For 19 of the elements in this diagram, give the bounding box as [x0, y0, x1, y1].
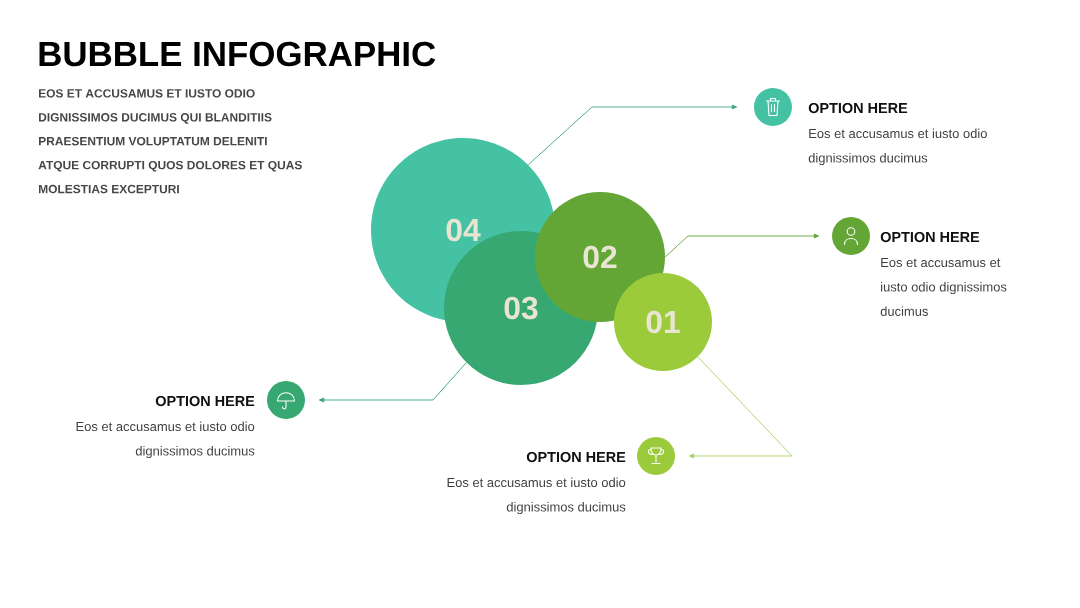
option-heading: OPTION HERE — [155, 395, 255, 407]
description-text: Eos et accusamus et iusto odio dignissimos ducimus — [447, 477, 626, 515]
connector-arrow — [688, 356, 793, 459]
title: BUBBLE INFOGRAPHIC — [39, 41, 436, 67]
option-heading: OPTION HERE — [880, 231, 980, 243]
description-text: Eos et accusamus et iusto odio dignissimos ducimus — [880, 258, 1007, 316]
option-heading: OPTION HERE — [808, 102, 908, 114]
trophy-icon — [637, 437, 675, 475]
trash-icon — [754, 88, 792, 126]
description-text: Eos et accusamus et iusto odio dignissimos ducimus — [808, 128, 987, 166]
umbrella-icon — [267, 381, 305, 419]
connector-arrow — [318, 362, 467, 403]
connector-arrow — [527, 104, 738, 166]
connector-arrow — [664, 233, 820, 258]
number-bubble: 01 — [614, 273, 712, 371]
intro-paragraph: EOS ET ACCUSAMUS ET IUSTO ODIO DIGNISSIMOS DUCIMUS QUI BLANDITIIS PRAESENTIUM VOLUPTATUM DELENITI ATQUE CORRUPTI QUOS DOLORES ET QUAS MOLESTIAS EXCEPTURI — [38, 89, 302, 194]
description-text: Eos et accusamus et iusto odio dignissimos ducimus — [76, 421, 255, 459]
person-icon — [832, 217, 870, 255]
option-heading: OPTION HERE — [526, 451, 626, 463]
